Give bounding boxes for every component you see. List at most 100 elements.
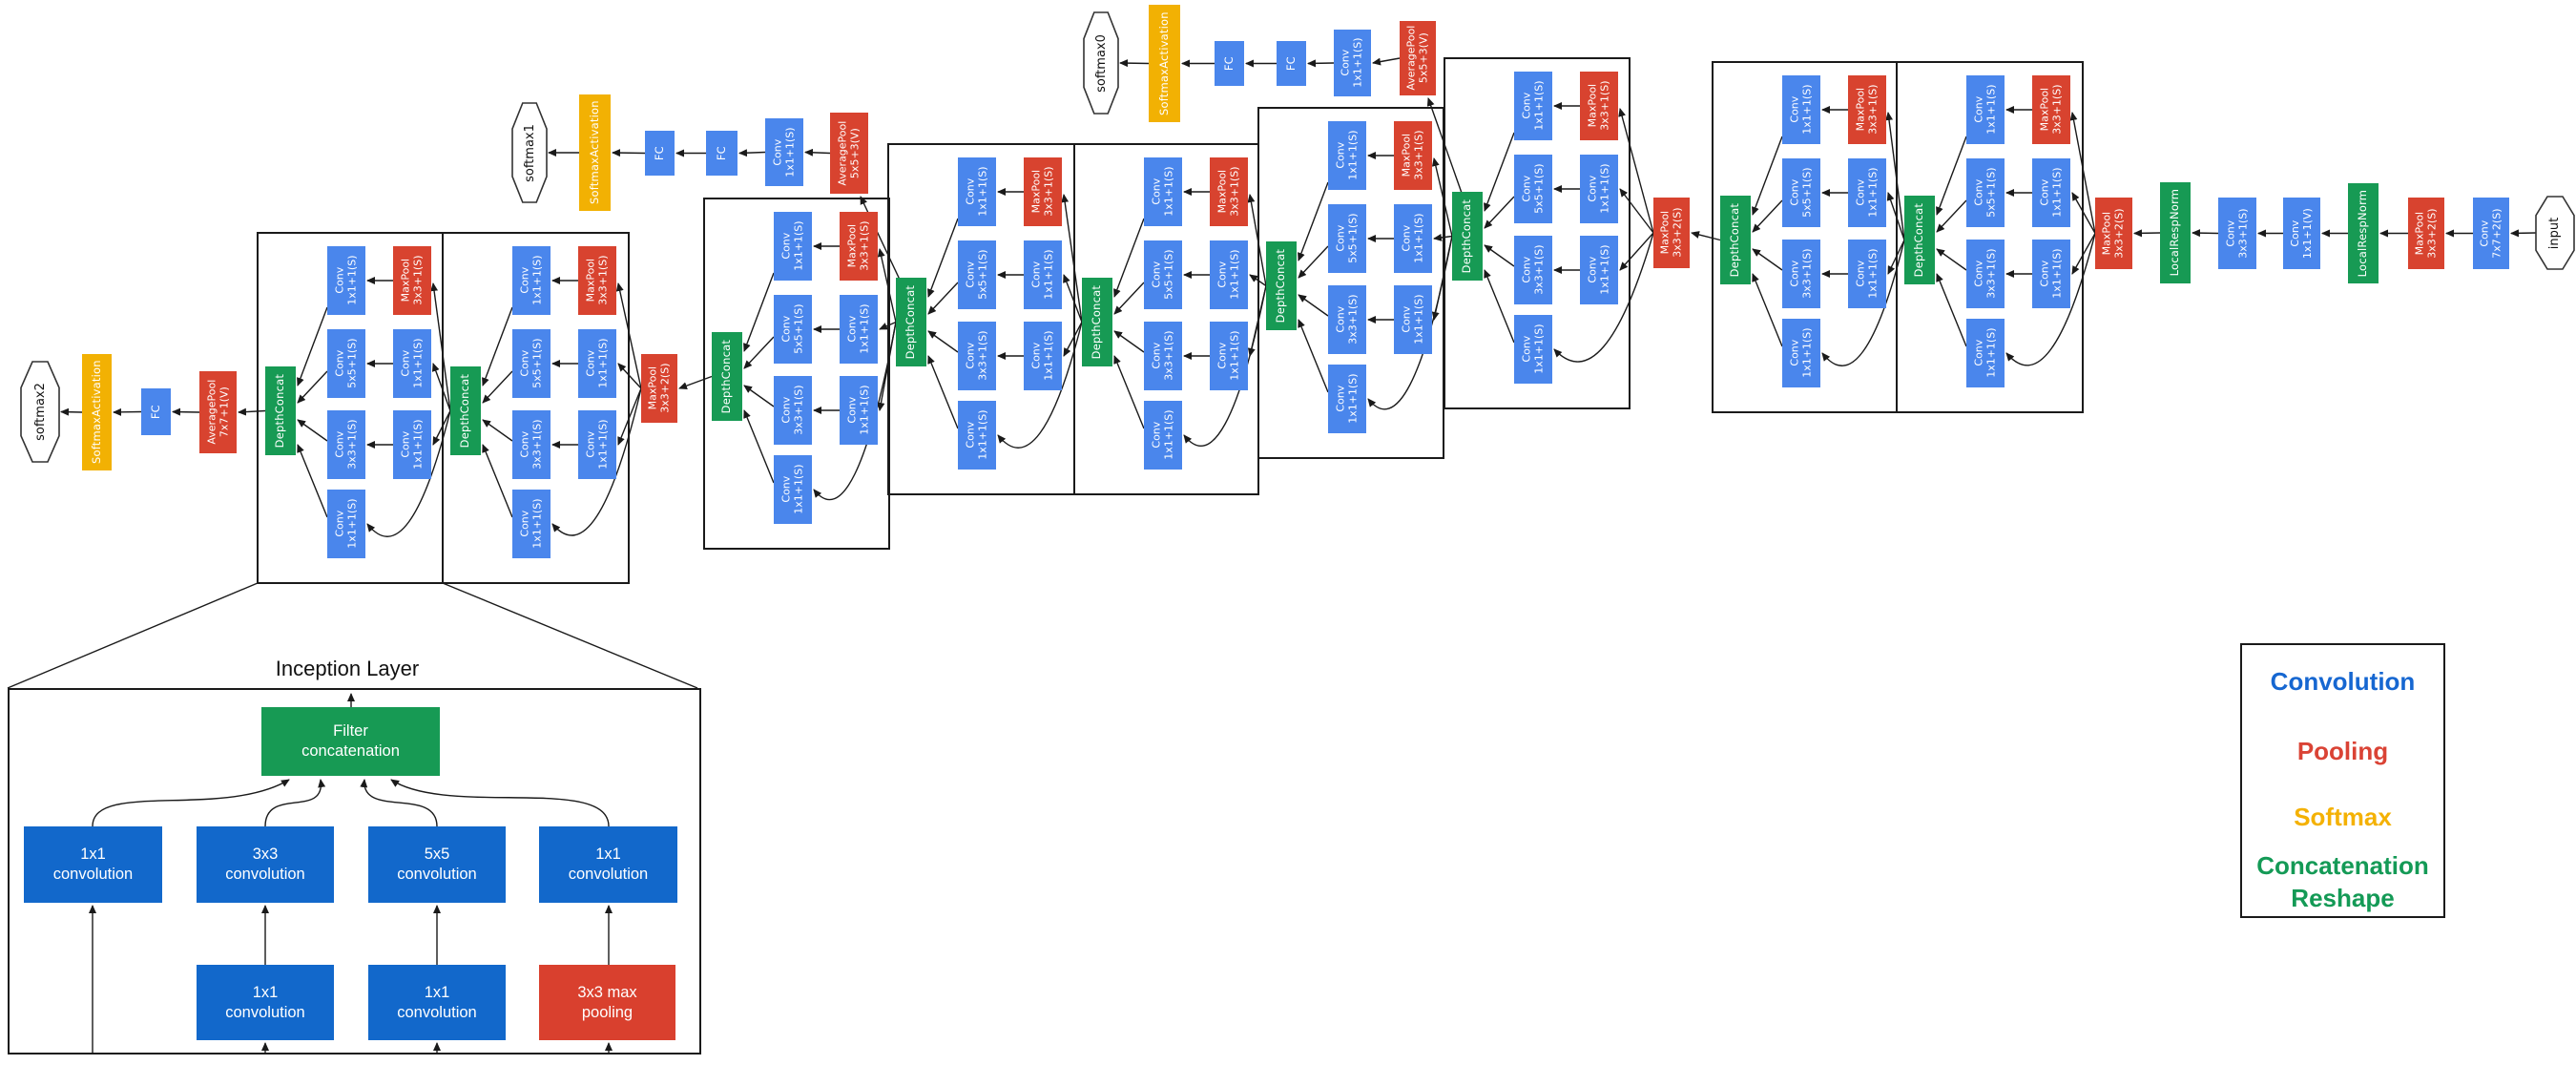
- inset-row2-block-2: 3x3 max pooling: [539, 965, 675, 1040]
- fc0b-node: FC: [1215, 41, 1244, 86]
- edge-curved: [551, 387, 642, 536]
- inception-4c-depthconcat-label: DepthConcat: [1090, 284, 1104, 360]
- mp34-node-label: MaxPool 3x3+2(S): [1658, 207, 1684, 259]
- inception-4c-conv-1x1-direct-label: Conv 1x1+1(S): [1150, 409, 1175, 461]
- inception-4d-conv-1x1-reduce3-label: Conv 1x1+1(S): [1029, 330, 1055, 382]
- legend-item-pooling: Pooling: [2296, 737, 2389, 765]
- inception-5a-conv-1x1-direct: Conv 1x1+1(S): [512, 490, 551, 558]
- inception-5a-conv-1x1-direct-label: Conv 1x1+1(S): [518, 498, 544, 550]
- edge: [297, 444, 328, 518]
- edge: [1113, 282, 1145, 315]
- inception-4a-conv-3x3-label: Conv 3x3+1(S): [1520, 244, 1546, 296]
- inception-4d-conv-1x1-poolproj: Conv 1x1+1(S): [958, 157, 996, 226]
- inception-4a-conv-1x1-reduce3-label: Conv 1x1+1(S): [1586, 244, 1611, 296]
- sa2-node: SoftmaxActivation: [82, 354, 112, 470]
- edge: [678, 375, 713, 389]
- inception-3b-conv-5x5-label: Conv 5x5+1(S): [1788, 167, 1814, 219]
- edge: [1618, 108, 1654, 234]
- inception-3b-conv-1x1-direct-label: Conv 1x1+1(S): [1788, 327, 1814, 379]
- edge: [2510, 229, 2537, 238]
- edge: [1298, 319, 1329, 393]
- edge-curved: [2005, 233, 2096, 366]
- sa1-node-label: SoftmaxActivation: [587, 100, 601, 205]
- conv_a0-node: Conv 1x1+1(S): [1334, 30, 1371, 96]
- edge: [2133, 229, 2161, 238]
- edge: [927, 218, 959, 298]
- fc0a-node: FC: [1277, 41, 1306, 86]
- edge-curved: [1553, 232, 1654, 363]
- inception-5a-conv-1x1-reduce5: Conv 1x1+1(S): [578, 329, 616, 398]
- sa0-node-label: SoftmaxActivation: [1156, 11, 1171, 115]
- inception-4b-conv-1x1-direct: Conv 1x1+1(S): [1328, 365, 1366, 433]
- edge: [1936, 199, 1967, 233]
- edge: [1298, 294, 1329, 317]
- edge: [877, 248, 897, 323]
- inception-5b-maxpool-3x3-label: MaxPool 3x3+1(S): [399, 255, 425, 306]
- arrow-lines: [7, 57, 2537, 1053]
- edge-curved: [813, 322, 897, 501]
- inception-4a-depthconcat: DepthConcat: [1452, 192, 1483, 281]
- mp45-node: MaxPool 3x3+2(S): [641, 354, 677, 423]
- inception-layer-inset-box: [8, 688, 701, 1055]
- softmax0-terminal: [1083, 11, 1119, 115]
- inception-5a-maxpool-3x3-label: MaxPool 3x3+1(S): [584, 255, 610, 306]
- edge: [430, 282, 451, 411]
- lrn_a-node-label: LocalRespNorm: [2356, 189, 2370, 278]
- inception-4a-conv-1x1-direct: Conv 1x1+1(S): [1514, 315, 1552, 384]
- edge: [1063, 274, 1083, 323]
- inception-4d-conv-3x3-label: Conv 3x3+1(S): [964, 330, 989, 382]
- inception-3a-depthconcat: DepthConcat: [1904, 196, 1935, 284]
- inception-4e-conv-3x3-label: Conv 3x3+1(S): [779, 385, 805, 436]
- lrn_b-node: LocalRespNorm: [2160, 182, 2191, 283]
- edge: [927, 330, 959, 353]
- inception-3a-conv-1x1-poolproj-label: Conv 1x1+1(S): [1972, 84, 1998, 136]
- inception-4a-conv-1x1-reduce3: Conv 1x1+1(S): [1580, 236, 1618, 304]
- inset-row2-block-0: 1x1 convolution: [197, 965, 334, 1040]
- inception-4e-conv-1x1-reduce5-label: Conv 1x1+1(S): [845, 303, 871, 355]
- inception-4c-conv-1x1-reduce3-label: Conv 1x1+1(S): [1215, 330, 1241, 382]
- inception-4c-conv-3x3-label: Conv 3x3+1(S): [1150, 330, 1175, 382]
- inception-4a-conv-1x1-reduce5-label: Conv 1x1+1(S): [1586, 163, 1611, 215]
- edge-curved: [92, 779, 290, 827]
- softmax2-terminal-label: softmax2: [21, 362, 59, 462]
- inception-5b-conv-1x1-direct-label: Conv 1x1+1(S): [333, 498, 359, 550]
- inception-4d-conv-5x5: Conv 5x5+1(S): [958, 240, 996, 309]
- edge: [1113, 330, 1145, 353]
- inception-3a-maxpool-3x3: MaxPool 3x3+1(S): [2032, 75, 2070, 144]
- fc2-node-label: FC: [148, 404, 162, 420]
- conv1v-node: Conv 1x1+1(V): [2283, 198, 2320, 269]
- edge: [431, 363, 451, 411]
- softmax2-text: softmax2: [32, 383, 48, 441]
- inception-4c-maxpool-3x3-label: MaxPool 3x3+1(S): [1215, 166, 1241, 218]
- inset-row2-block-1: 1x1 convolution: [368, 965, 506, 1040]
- input-terminal-label: input: [2536, 197, 2574, 269]
- avg5_1-node-label: AveragePool 5x5+3(V): [836, 120, 861, 186]
- inception-4c-conv-1x1-poolproj: Conv 1x1+1(S): [1144, 157, 1182, 226]
- avg5_1-node: AveragePool 5x5+3(V): [830, 113, 868, 194]
- inception-5a-conv-1x1-poolproj-label: Conv 1x1+1(S): [518, 255, 544, 306]
- softmax2-terminal: [20, 361, 60, 463]
- inception-4a-maxpool-3x3: MaxPool 3x3+1(S): [1580, 72, 1618, 140]
- edge: [2071, 233, 2096, 275]
- inception-5b-conv-1x1-reduce3: Conv 1x1+1(S): [393, 410, 431, 479]
- edge: [1247, 194, 1267, 286]
- edge: [1063, 322, 1083, 357]
- inception-3b-conv-1x1-reduce3-label: Conv 1x1+1(S): [1854, 248, 1880, 300]
- legend-box: [2240, 643, 2445, 918]
- edge: [1936, 273, 1967, 347]
- inception-5a-depthconcat-label: DepthConcat: [458, 373, 472, 449]
- fc0b-node-label: FC: [1221, 55, 1236, 72]
- inception-5a-conv-5x5: Conv 5x5+1(S): [512, 329, 551, 398]
- edge: [1307, 59, 1335, 68]
- edge: [1249, 274, 1267, 287]
- legend-item-concatenation: Concatenation Reshape: [2256, 851, 2429, 913]
- edge: [1752, 199, 1783, 233]
- inception-5b-conv-1x1-reduce5: Conv 1x1+1(S): [393, 329, 431, 398]
- conv7-node: Conv 7x7+2(S): [2473, 198, 2509, 269]
- fc1b-node-label: FC: [652, 145, 666, 161]
- inception-4c-conv-1x1-reduce3: Conv 1x1+1(S): [1210, 322, 1248, 390]
- fc0a-node-label: FC: [1283, 55, 1298, 72]
- edge: [1886, 192, 1905, 240]
- inception-5b-conv-1x1-poolproj: Conv 1x1+1(S): [327, 246, 365, 315]
